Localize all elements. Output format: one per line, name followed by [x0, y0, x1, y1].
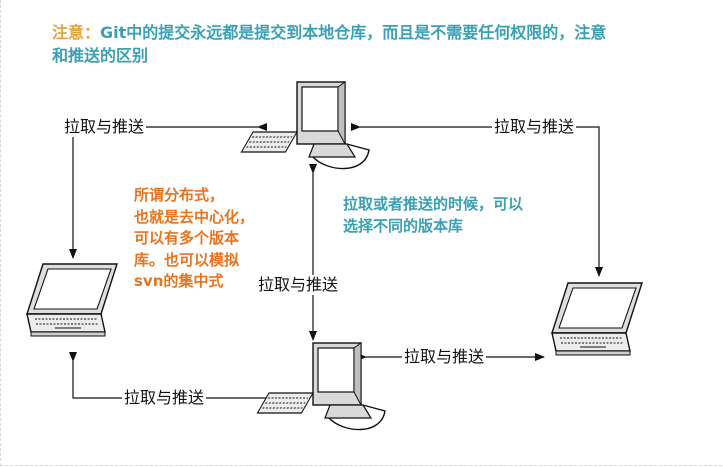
annotation-line: 拉取或者推送的时候，可以	[343, 195, 524, 213]
label-top-left: 拉取与推送	[62, 117, 147, 137]
annotation-line: 可以有多个版本	[134, 229, 240, 247]
note-body: Git中的提交永远都是提交到本地仓库，而且是不需要任何权限的，注意和推送的区别	[52, 23, 607, 65]
bottom-desktop-computer-icon	[256, 342, 386, 431]
annotation-line: 选择不同的版本库	[343, 216, 464, 235]
annotation-line: 库。也可以模拟	[134, 250, 240, 269]
note-lead: 注意：	[52, 23, 101, 42]
label-center: 拉取与推送	[256, 275, 341, 295]
repository-choice-annotation: 拉取或者推送的时候，可以 选择不同的版本库	[343, 194, 583, 237]
annotation-line: svn的集中式	[134, 272, 224, 290]
annotation-line: 也就是去中心化，	[134, 207, 255, 226]
right-laptop-icon	[551, 282, 643, 356]
connection-top-right	[351, 123, 603, 277]
distributed-annotation: 所谓分布式， 也就是去中心化， 可以有多个版本 库。也可以模拟 svn的集中式	[134, 185, 284, 293]
left-laptop-icon	[26, 263, 118, 337]
top-desktop-computer-icon	[240, 81, 370, 170]
label-bottom-right: 拉取与推送	[402, 347, 487, 367]
label-top-right: 拉取与推送	[492, 117, 577, 137]
label-bottom-left: 拉取与推送	[122, 388, 207, 408]
connection-bottom-left	[69, 352, 305, 402]
annotation-line: 所谓分布式，	[134, 186, 225, 204]
commit-note: 注意：Git中的提交永远都是提交到本地仓库，而且是不需要任何权限的，注意和推送的…	[52, 21, 612, 67]
